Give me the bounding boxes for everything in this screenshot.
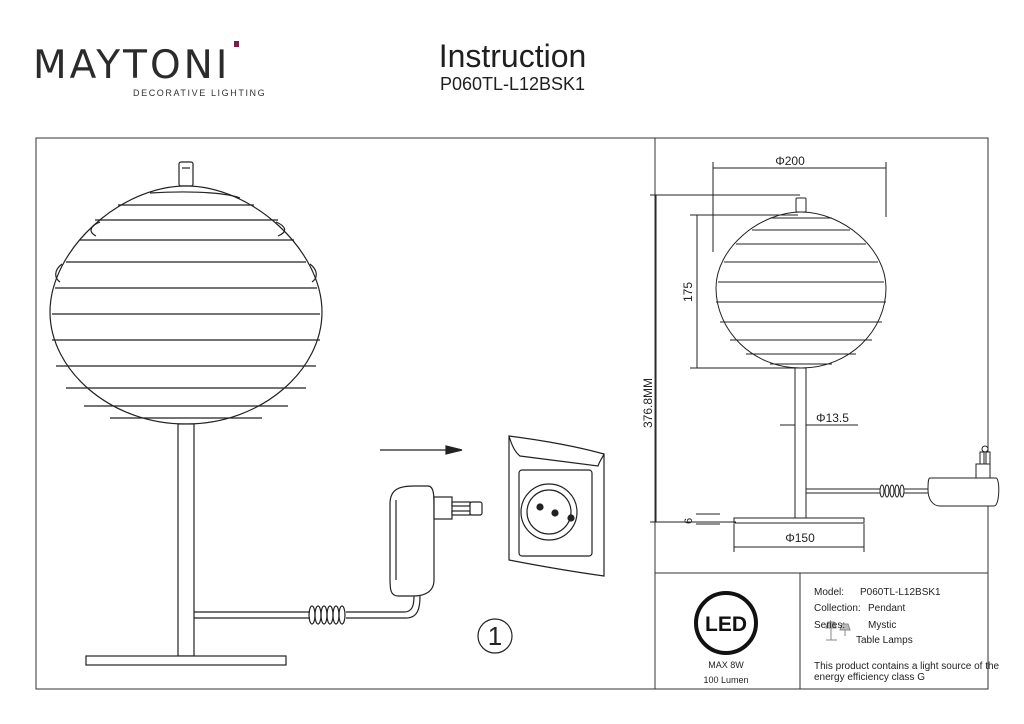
document-model-code: P060TL-L12BSK1 [439,74,586,94]
cable-coil [308,605,346,625]
insert-arrow [445,445,463,455]
socket-hole [520,483,578,541]
lamp-stem [177,423,195,657]
adapter-plug-body [433,496,453,520]
spec-series-label: Series: [814,620,846,631]
spec-model-label: Model: [814,587,845,598]
brand-name: MAYTON [33,43,216,88]
tech-stem [794,367,807,519]
lamp-finial [178,161,194,187]
brand-wordmark: MAYTONI [33,46,248,86]
led-lumen: 100 Lumen [703,675,749,685]
led-power: MAX 8W [708,660,744,670]
spec-energy-note-line2: energy efficiency class G [814,672,925,683]
socket-contact-right [567,514,575,522]
document-header: Instruction P060TL-L12BSK1 [400,38,625,94]
spec-collection-value: Pendant [868,603,906,614]
spec-collection-label: Collection: [814,603,861,614]
dim-shade-height: 175 [681,282,695,302]
socket-contact-mid [551,509,559,517]
spec-type-value: Table Lamps [856,635,913,646]
main-frame [35,137,989,690]
step-number-circle [477,618,513,654]
spec-energy-note-line1: This product contains a light source of … [814,661,1000,672]
adapter-pin-bottom [451,510,471,516]
dim-base-height: 6 [683,518,695,524]
brand-tagline: DECORATIVE LIGHTING [133,88,267,98]
dim-total-height: 376.8MM [641,378,655,428]
tech-base [733,517,865,524]
tech-adapter [927,477,1000,507]
adapter-pin-top [451,501,471,507]
logo-accent-dot [234,41,239,47]
document-title: Instruction [438,38,587,74]
brand-logo: MAYTONI DECORATIVE LIGHTING [33,46,265,99]
led-icon [694,591,758,655]
dim-stem-diameter: Φ13.5 [816,411,849,425]
dimension-drawing [650,162,1000,552]
adapter-pin-tip [469,501,483,516]
lamp-base [85,655,287,666]
brand-accent-letter: I [215,43,231,88]
socket-contact-left [536,503,544,511]
power-adapter [389,485,435,597]
dim-shade-diameter: Φ200 [775,154,805,168]
tech-globe [715,211,887,369]
lamp-illustration [49,161,605,666]
dim-base-diameter: Φ150 [785,531,815,545]
spec-series-value: Mystic [868,620,897,631]
spec-model-value: P060TL-L12BSK1 [860,587,941,598]
led-icon-text: LED [705,613,747,636]
step-number: 1 [488,621,502,651]
table-lamp-icon [825,621,851,641]
